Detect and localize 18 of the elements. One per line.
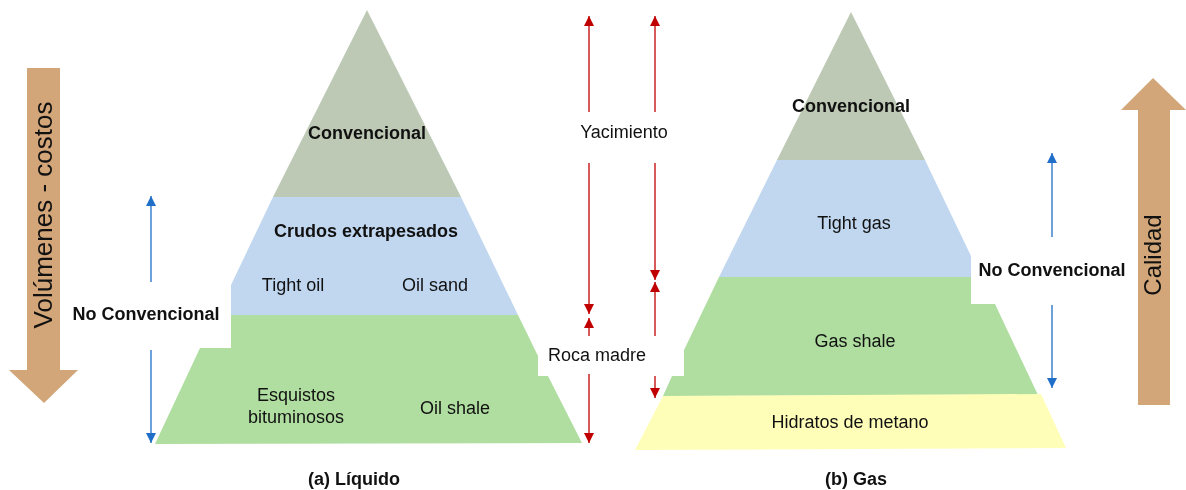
tier-label: Crudos extrapesados [273, 221, 459, 243]
tier-label: Tight oil [261, 275, 325, 297]
pyramid-tier [273, 10, 461, 197]
tier-label: Convencional [308, 123, 426, 145]
tier-label: Gas shale [814, 331, 896, 353]
tier-label: Hidratos de metano [771, 412, 929, 434]
tier-label: Oil sand [402, 275, 468, 297]
pyramid-tier [719, 160, 971, 277]
arrow-label: Calidad [1138, 214, 1167, 296]
tier-label: Esquistos bituminosos [246, 385, 345, 429]
tier-label: Oil shale [420, 398, 490, 420]
arrow-label: Volúmenes - costos [28, 101, 60, 329]
pyramid-tier [635, 394, 1066, 450]
pyramid-tier [777, 12, 925, 160]
tier-label: Convencional [792, 96, 910, 118]
pyramid-tier [231, 197, 518, 315]
pyramid-tier [663, 277, 1038, 396]
tier-label: Tight gas [817, 213, 891, 235]
